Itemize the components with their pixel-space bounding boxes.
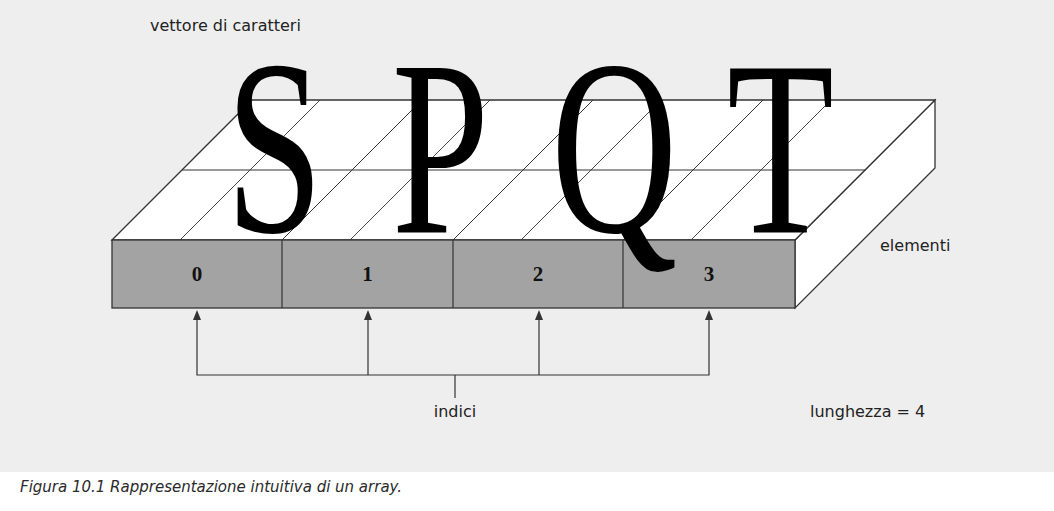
array-cell: P1 xyxy=(282,240,453,308)
text-label: vettore di caratteri xyxy=(150,16,301,35)
element-character: Q xyxy=(551,23,677,273)
index-number: 1 xyxy=(362,262,373,287)
index-number: 2 xyxy=(533,262,544,287)
element-character: T xyxy=(727,23,834,273)
text-label: elementi xyxy=(880,236,950,255)
element-character: P xyxy=(392,23,489,273)
text-label: lunghezza = 4 xyxy=(810,402,925,421)
index-number: 3 xyxy=(704,262,715,287)
text-label: indici xyxy=(434,402,476,421)
element-character: S xyxy=(226,23,323,273)
index-number: 0 xyxy=(192,262,203,287)
figure-caption: Figura 10.1 Rappresentazione intuitiva d… xyxy=(20,478,402,496)
array-cell: Q2 xyxy=(453,240,623,308)
array-cell: S0 xyxy=(112,240,282,308)
array-cell: T3 xyxy=(623,240,795,308)
